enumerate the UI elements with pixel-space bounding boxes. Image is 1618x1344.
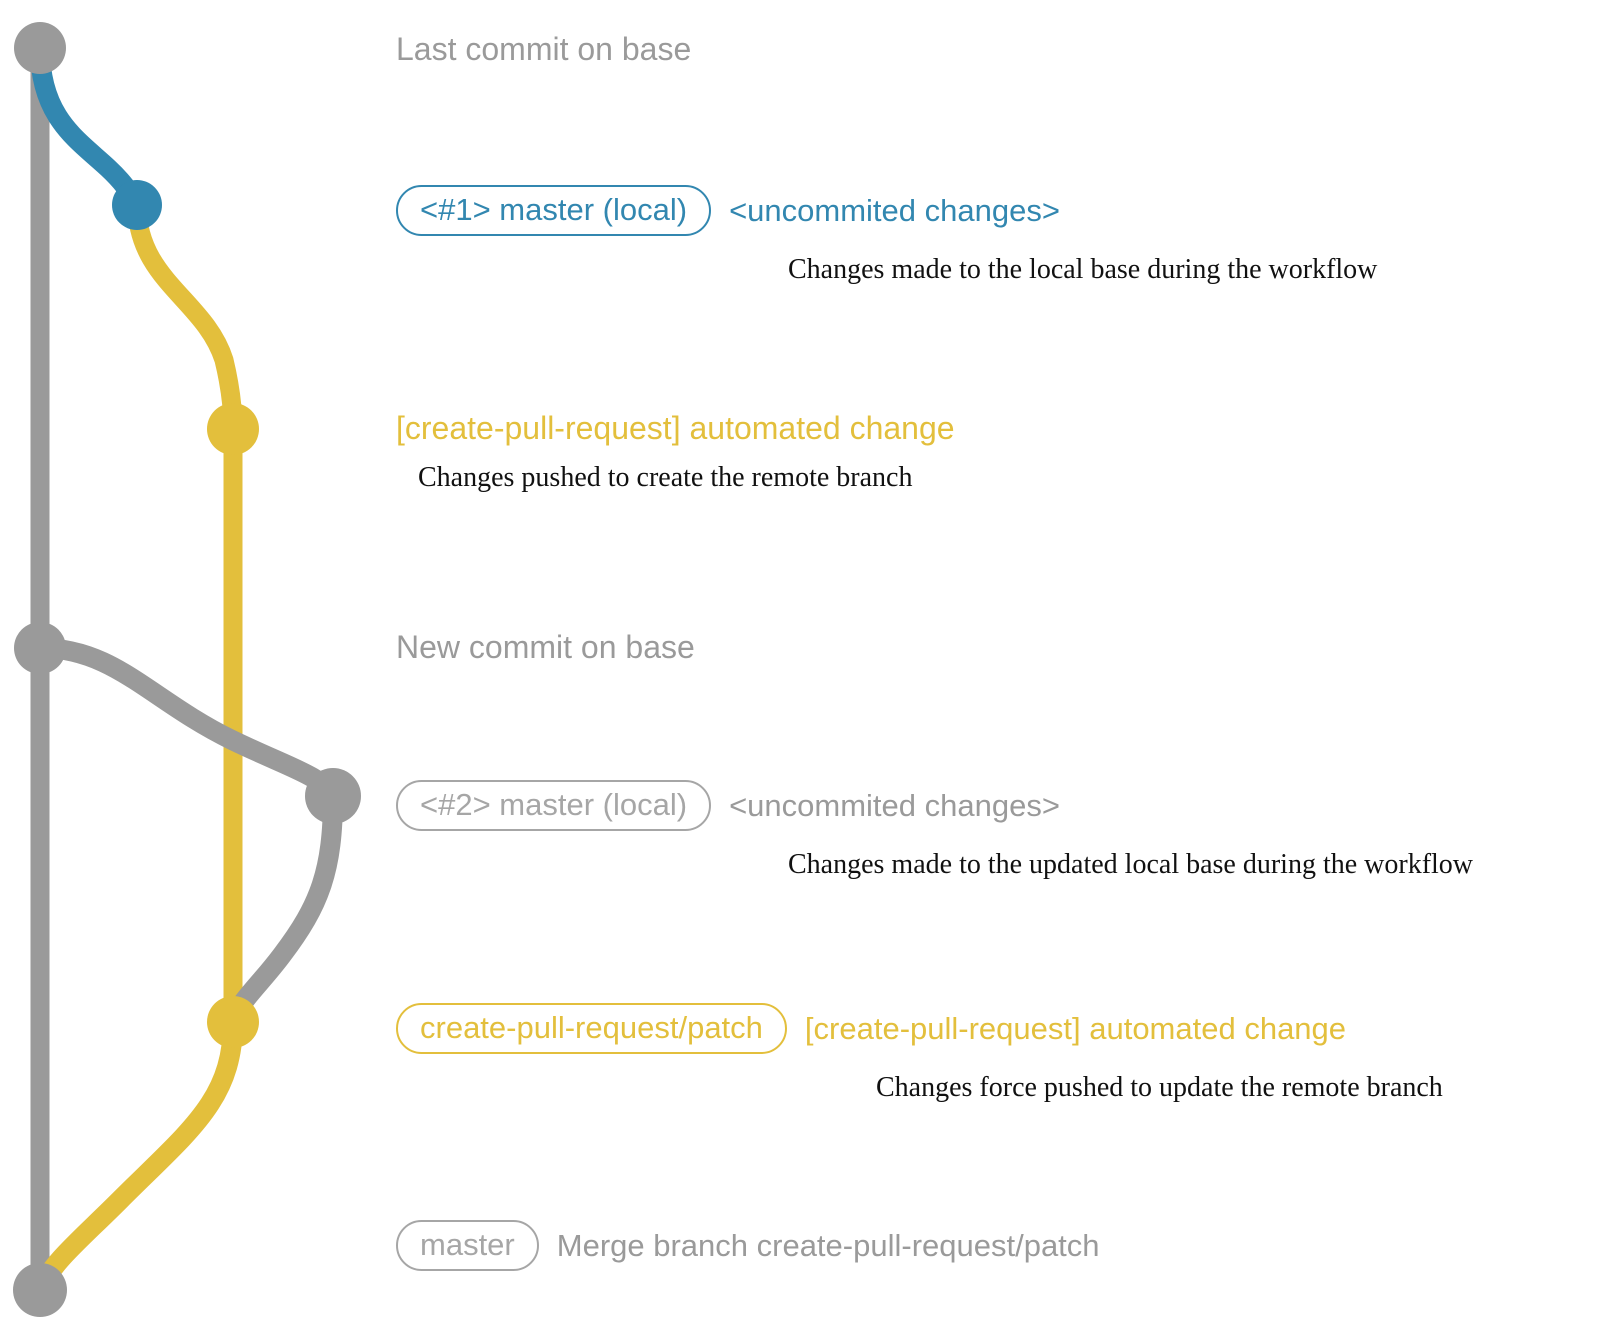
node-merge-commit — [13, 1263, 67, 1317]
note-automated-change-1: Changes pushed to create the remote bran… — [418, 462, 913, 493]
base-new-to-local-2-curve — [30, 638, 343, 806]
row-new-commit-on-base: New commit on base — [396, 631, 695, 663]
remote-2-to-merge-curve — [30, 1012, 243, 1300]
row-main: Last commit on base — [396, 33, 691, 65]
node-local-commit-1 — [112, 180, 162, 230]
badge-master-local-2[interactable]: <#2> master (local) — [396, 780, 712, 831]
badge-master[interactable]: master — [396, 1220, 539, 1271]
local-1-to-remote-1-curve — [127, 195, 243, 439]
node-local-commit-2 — [305, 768, 361, 824]
note-master-local-1: Changes made to the local base during th… — [788, 254, 1378, 285]
commit-message-new-commit-on-base: New commit on base — [396, 629, 695, 665]
node-remote-commit-2 — [207, 996, 259, 1048]
row-main: master Merge branch create-pull-request/… — [396, 1220, 1100, 1271]
node-remote-commit-1 — [207, 403, 259, 455]
commit-message-master-local-2: <uncommited changes> — [729, 788, 1060, 823]
commit-message-last-commit-on-base: Last commit on base — [396, 31, 692, 67]
node-base-commit-top — [14, 22, 66, 74]
row-last-commit-on-base: Last commit on base — [396, 33, 691, 65]
row-main: New commit on base — [396, 631, 695, 663]
row-main: <#2> master (local) <uncommited changes> — [396, 780, 1060, 831]
row-merge-branch: master Merge branch create-pull-request/… — [396, 1220, 1100, 1271]
commit-message-master-local-1: <uncommited changes> — [729, 193, 1060, 228]
commit-message-automated-change-1: [create-pull-request] automated change — [396, 410, 955, 446]
note-master-local-2: Changes made to the updated local base d… — [788, 849, 1474, 880]
row-automated-change-1: [create-pull-request] automated change C… — [396, 412, 955, 492]
badge-master-local-1[interactable]: <#1> master (local) — [396, 185, 712, 236]
note-automated-change-2: Changes force pushed to update the remot… — [876, 1072, 1443, 1103]
row-master-local-1: <#1> master (local) <uncommited changes>… — [396, 185, 1377, 284]
row-master-local-2: <#2> master (local) <uncommited changes>… — [396, 780, 1473, 879]
node-base-commit-new — [14, 622, 66, 674]
row-main: [create-pull-request] automated change — [396, 412, 955, 444]
row-main: create-pull-request/patch [create-pull-r… — [396, 1003, 1346, 1054]
row-automated-change-2: create-pull-request/patch [create-pull-r… — [396, 1003, 1443, 1102]
row-main: <#1> master (local) <uncommited changes> — [396, 185, 1060, 236]
commit-message-automated-change-2: [create-pull-request] automated change — [804, 1011, 1347, 1046]
badge-create-pull-request-patch[interactable]: create-pull-request/patch — [396, 1003, 787, 1054]
commit-message-merge-branch: Merge branch create-pull-request/patch — [556, 1228, 1100, 1263]
